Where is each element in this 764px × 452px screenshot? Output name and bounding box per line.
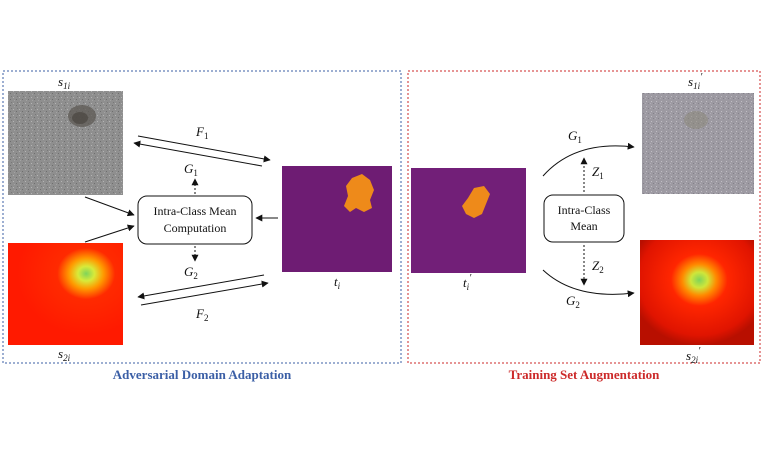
right-box-line2: Mean [570,219,597,233]
label-s2i: s2i [58,346,71,363]
image-ti-prime [411,168,526,273]
label-F1: F1 [195,124,208,141]
label-s1i: s1i [58,74,71,91]
arrow-F1-back [133,140,263,167]
left-panel-caption: Adversarial Domain Adaptation [113,367,292,382]
label-Z1: Z1 [592,164,604,181]
image-s1i-prime [642,93,754,194]
label-ti-prime: ti′ [463,273,472,292]
arrow-G1-right [542,142,635,177]
arrow-F1-forward [137,135,271,163]
label-G1-left: G1 [184,161,198,178]
label-G2-right: G2 [566,293,580,310]
label-G2-left: G2 [184,264,198,281]
left-panel-border [2,70,402,364]
intra-class-mean-computation-box [137,195,253,245]
intra-class-mean-box [543,194,625,243]
arrow-s2i-to-box [84,224,135,243]
left-box-line2: Computation [164,221,227,235]
arrow-s1i-to-box [84,196,135,217]
left-box-line1: Intra-Class Mean [154,204,237,218]
label-ti: ti [334,274,341,291]
image-ti [282,166,392,272]
label-Z2: Z2 [592,258,604,275]
right-panel-caption: Training Set Augmentation [509,367,660,382]
image-s1i [8,91,123,195]
arrow-F2-forward [137,274,265,300]
label-s2i-prime: s2i′ [686,346,701,365]
image-s2i [8,243,123,345]
label-F2: F2 [195,306,208,323]
label-G1-right: G1 [568,128,582,145]
image-s2i-prime [640,240,754,345]
right-panel-border [407,70,761,364]
right-box-line1: Intra-Class [558,203,611,217]
arrow-G2-right [542,269,635,298]
arrow-F2-back [140,280,269,306]
label-s1i-prime: s1i′ [688,72,703,91]
